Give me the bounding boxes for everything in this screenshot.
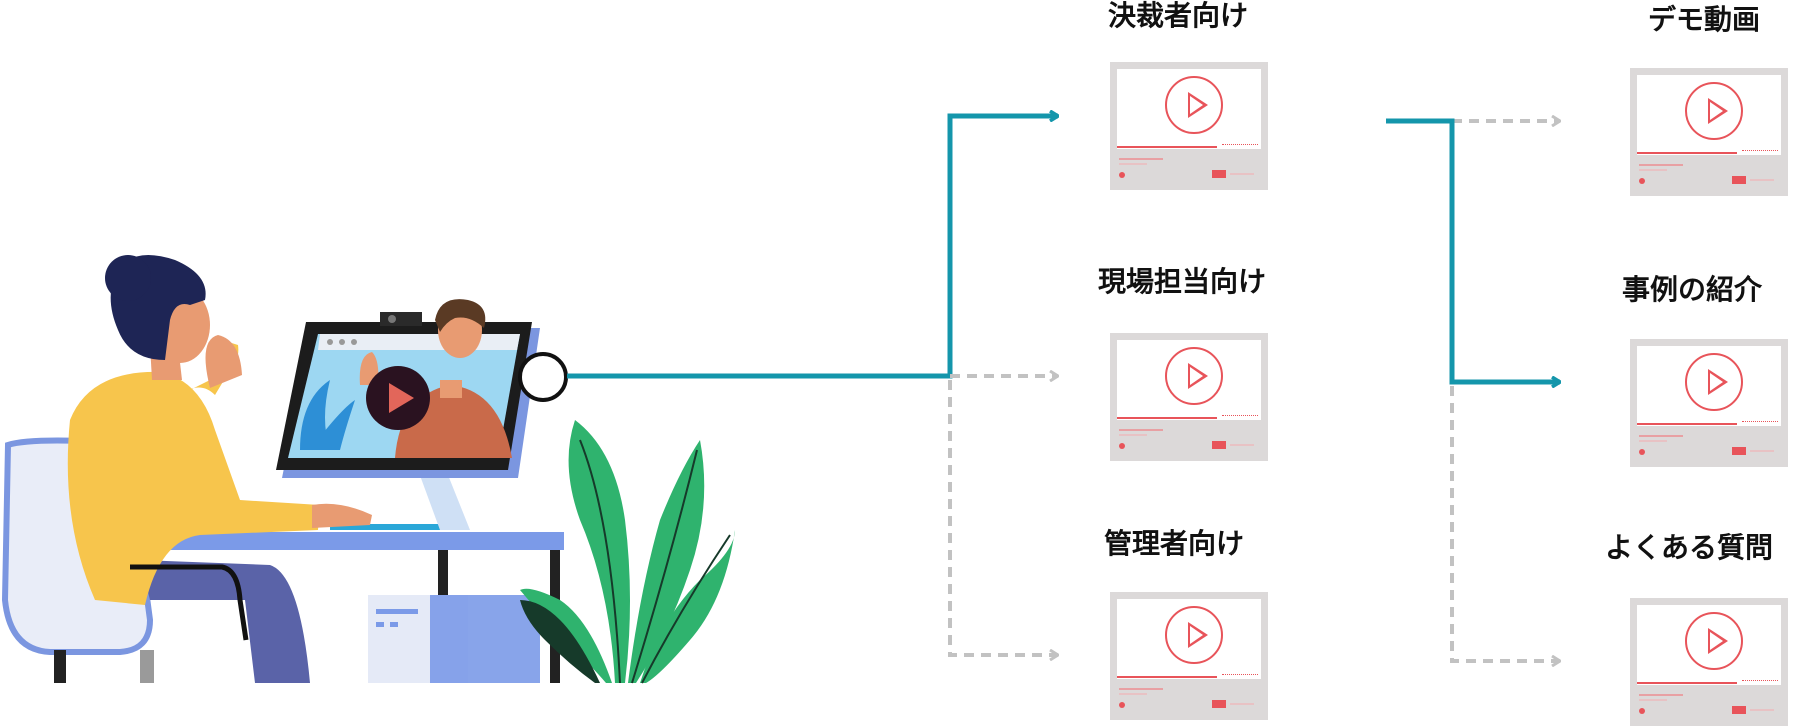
heart-icon bbox=[1119, 172, 1125, 178]
video-card-decision-makers[interactable] bbox=[1110, 62, 1268, 190]
start-node bbox=[518, 352, 568, 402]
illustration bbox=[1, 255, 735, 684]
label-faq: よくある質問 bbox=[1605, 531, 1774, 564]
heart-icon bbox=[1639, 708, 1645, 714]
video-card-demo-video[interactable] bbox=[1630, 68, 1788, 196]
play-circle-icon bbox=[1165, 606, 1223, 664]
arrow-to-decision-makers bbox=[567, 116, 1058, 379]
video-card-faq[interactable] bbox=[1630, 598, 1788, 726]
heart-icon bbox=[1119, 702, 1125, 708]
video-card-administrators[interactable] bbox=[1110, 592, 1268, 720]
heart-icon bbox=[1639, 449, 1645, 455]
arrow-to-administrators bbox=[948, 380, 1058, 655]
arrow-to-case-studies bbox=[1386, 118, 1560, 382]
monitor-illustration bbox=[276, 299, 540, 478]
video-card-case-studies[interactable] bbox=[1630, 339, 1788, 467]
play-circle-icon bbox=[1685, 82, 1743, 140]
heart-icon bbox=[1119, 443, 1125, 449]
connectors bbox=[518, 116, 1560, 661]
play-circle-icon bbox=[1165, 76, 1223, 134]
label-field-staff: 現場担当向け bbox=[1098, 265, 1267, 298]
label-demo-video: デモ動画 bbox=[1648, 3, 1761, 36]
play-circle-icon bbox=[1165, 347, 1223, 405]
desk-illustration bbox=[160, 532, 564, 550]
heart-icon bbox=[1639, 178, 1645, 184]
play-circle-icon bbox=[1685, 353, 1743, 411]
arrow-to-faq bbox=[1450, 386, 1560, 661]
play-circle-icon bbox=[1685, 612, 1743, 670]
label-decision-makers: 決裁者向け bbox=[1108, 0, 1249, 32]
plant-illustration bbox=[520, 420, 735, 684]
label-administrators: 管理者向け bbox=[1104, 527, 1245, 560]
label-case-studies: 事例の紹介 bbox=[1622, 273, 1763, 306]
video-card-field-staff[interactable] bbox=[1110, 333, 1268, 461]
